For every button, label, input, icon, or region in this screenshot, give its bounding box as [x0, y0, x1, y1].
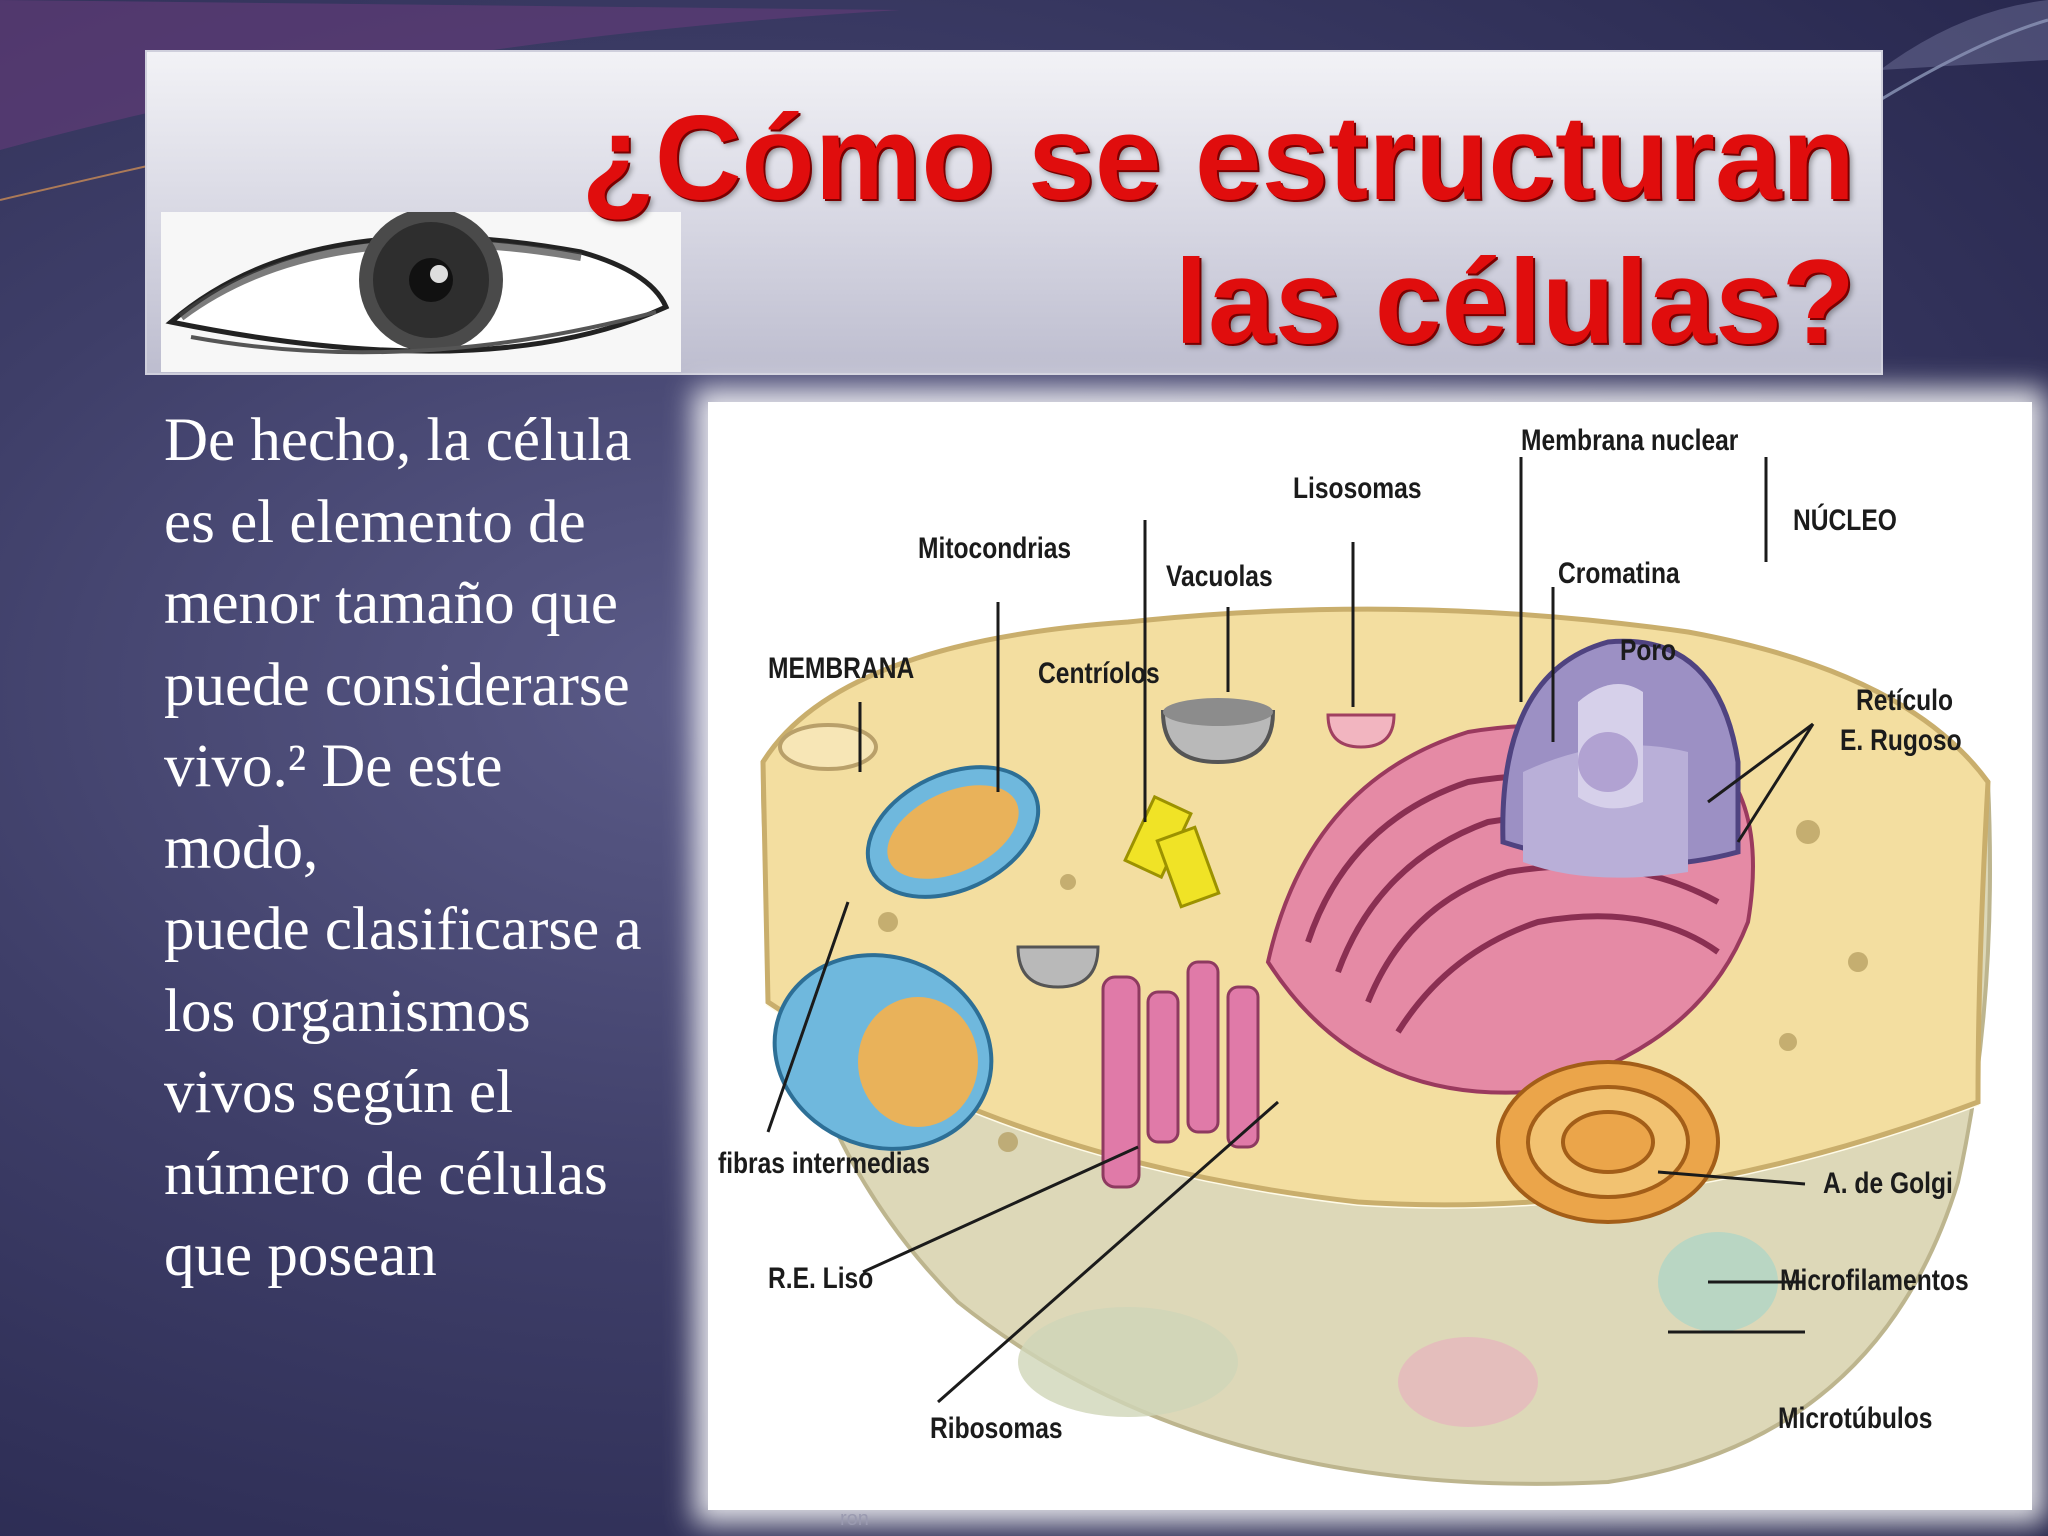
- label-mitocondrias: Mitocondrias: [918, 532, 1071, 566]
- label-microfilamentos: Microfilamentos: [1780, 1264, 1969, 1298]
- body-paragraph: De hecho, la célula es el elemento de me…: [164, 400, 724, 1300]
- label-lisosomas: Lisosomas: [1293, 472, 1422, 506]
- label-vacuolas: Vacuolas: [1166, 560, 1273, 594]
- label-microtubulos: Microtúbulos: [1778, 1402, 1932, 1436]
- label-fibras-intermedias: fibras intermedias: [718, 1147, 930, 1181]
- page-title: ¿Cómo se estructuran las células?: [455, 86, 1855, 374]
- label-poro: Poro: [1620, 634, 1676, 668]
- golgi-apparatus: [1498, 1062, 1718, 1222]
- label-ribosomas: Ribosomas: [930, 1412, 1063, 1446]
- label-e-rugoso: E. Rugoso: [1840, 724, 1962, 758]
- label-membrana: MEMBRANA: [768, 652, 914, 686]
- cell-diagram: Membrana nuclear Lisosomas NÚCLEO Mitoco…: [708, 402, 2032, 1510]
- label-golgi: A. de Golgi: [1823, 1167, 1953, 1201]
- label-cromatina: Cromatina: [1558, 557, 1680, 591]
- label-reticulo: Retículo: [1856, 684, 1953, 718]
- label-re-liso: R.E. Liso: [768, 1262, 873, 1296]
- label-nucleo: NÚCLEO: [1793, 504, 1897, 538]
- label-centriolos: Centríolos: [1038, 657, 1160, 691]
- title-banner: ¿Cómo se estructuran las células?: [145, 50, 1883, 375]
- footer-text: ron: [840, 1508, 869, 1531]
- animal-cell-illustration: [708, 402, 2032, 1510]
- label-membrana-nuclear: Membrana nuclear: [1521, 424, 1738, 458]
